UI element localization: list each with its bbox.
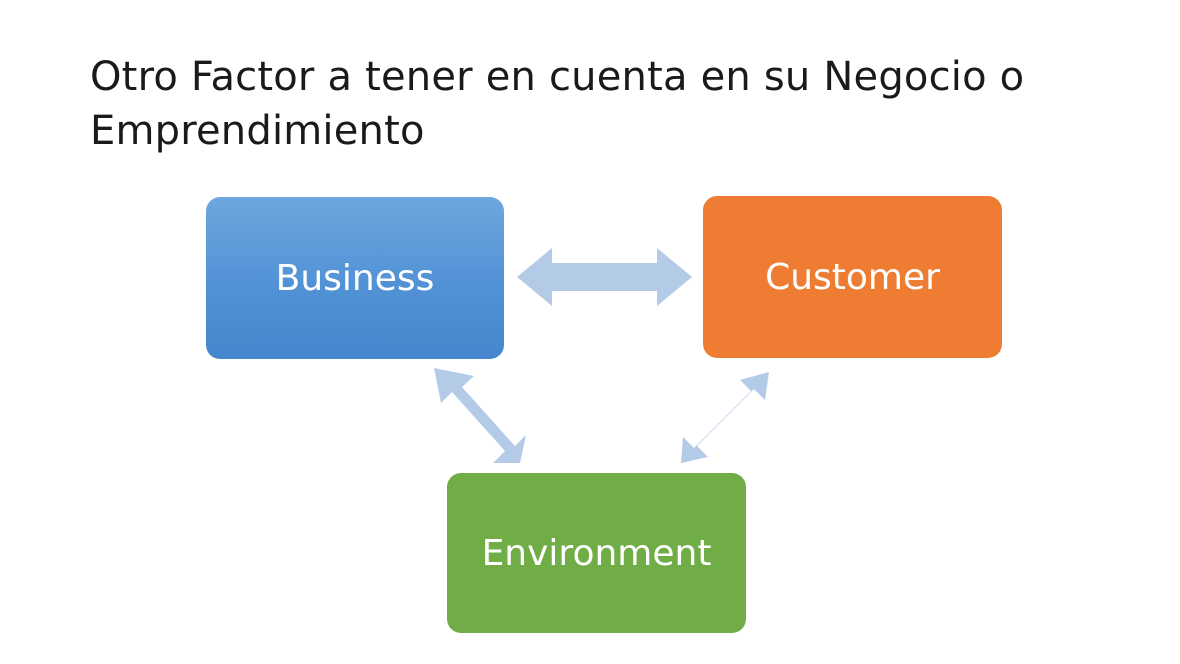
arrow-business-customer [517,248,692,306]
arrow-business-environment [434,368,526,463]
arrow-customer-environment [681,372,769,463]
slide-title: Otro Factor a tener en cuenta en su Nego… [90,54,1025,154]
environment-box: Environment [447,473,746,633]
customer-box: Customer [703,196,1002,358]
business-label: Business [275,257,435,299]
environment-label: Environment [481,532,712,574]
business-box: Business [206,197,504,359]
customer-label: Customer [765,256,940,298]
